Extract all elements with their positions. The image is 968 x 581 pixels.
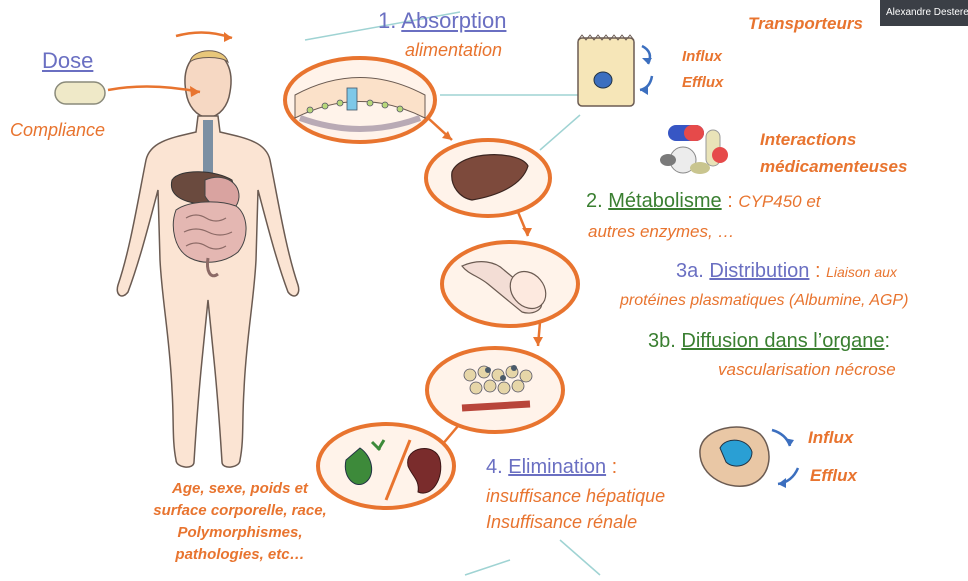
elimination-sep: :: [606, 456, 617, 478]
distribution-heading: 3a. Distribution : Liaison aux: [676, 260, 897, 283]
liver-circle: [426, 140, 550, 216]
influx-bottom-label: Influx: [808, 428, 853, 448]
factor-line: Age, sexe, poids et: [130, 478, 350, 500]
tissue-circle: [427, 348, 563, 432]
metabolisme-sep: :: [722, 190, 739, 212]
absorption-title: Absorption: [401, 8, 506, 33]
metabolisme-heading: 2. Métabolisme : CYP450 et: [586, 190, 821, 213]
distribution-number: 3a.: [676, 260, 704, 282]
elimination-detail2: Insuffisance rénale: [486, 512, 637, 533]
elimination-heading: 4. Elimination :: [486, 456, 617, 479]
patient-factors: Age, sexe, poids et surface corporelle, …: [130, 478, 350, 566]
elimination-detail1: insuffisance hépatique: [486, 486, 665, 507]
interactions-line2: médicamenteuses: [760, 157, 907, 177]
pills-group-illustration: [660, 125, 728, 174]
vessel-circle: [442, 242, 578, 326]
absorption-sub: alimentation: [405, 40, 502, 61]
interactions-line1: Interactions: [760, 130, 856, 150]
distribution-title: Distribution: [709, 260, 809, 282]
transporteurs-label: Transporteurs: [748, 14, 863, 34]
diffusion-number: 3b.: [648, 330, 676, 352]
distribution-detail2: protéines plasmatiques (Albumine, AGP): [620, 292, 908, 310]
elimination-number: 4.: [486, 456, 503, 478]
metabolisme-detail2: autres enzymes, …: [588, 222, 734, 242]
pill-illustration: [55, 82, 105, 104]
enterocyte-cell: [578, 35, 652, 106]
influx-top-label: Influx: [682, 48, 722, 65]
absorption-number: 1.: [378, 8, 396, 33]
dose-label: Dose: [42, 48, 93, 74]
factor-line: surface corporelle, race,: [130, 500, 350, 522]
diffusion-title: Diffusion dans l’organe: [681, 330, 884, 352]
metabolisme-number: 2.: [586, 190, 603, 212]
distribution-sep: :: [809, 260, 826, 282]
efflux-top-label: Efflux: [682, 74, 723, 91]
tumor-cell-illustration: [700, 427, 798, 488]
elimination-title: Elimination: [508, 456, 606, 478]
distribution-detail1: Liaison aux: [826, 264, 897, 280]
diffusion-heading: 3b. Diffusion dans l’organe:: [648, 330, 890, 353]
diffusion-detail: vascularisation nécrose: [718, 360, 896, 380]
factor-line: pathologies, etc…: [130, 544, 350, 566]
factor-line: Polymorphismes,: [130, 522, 350, 544]
compliance-label: Compliance: [10, 120, 105, 141]
diffusion-sep: :: [884, 330, 890, 352]
metabolisme-detail1: CYP450 et: [738, 192, 820, 211]
absorption-heading: 1. Absorption: [378, 8, 506, 34]
efflux-bottom-label: Efflux: [810, 466, 857, 486]
intestine-circle: [285, 58, 435, 142]
human-body-illustration: [117, 51, 298, 467]
metabolisme-title: Métabolisme: [608, 190, 721, 212]
presenter-name-tag: Alexandre Destere: [880, 0, 968, 26]
